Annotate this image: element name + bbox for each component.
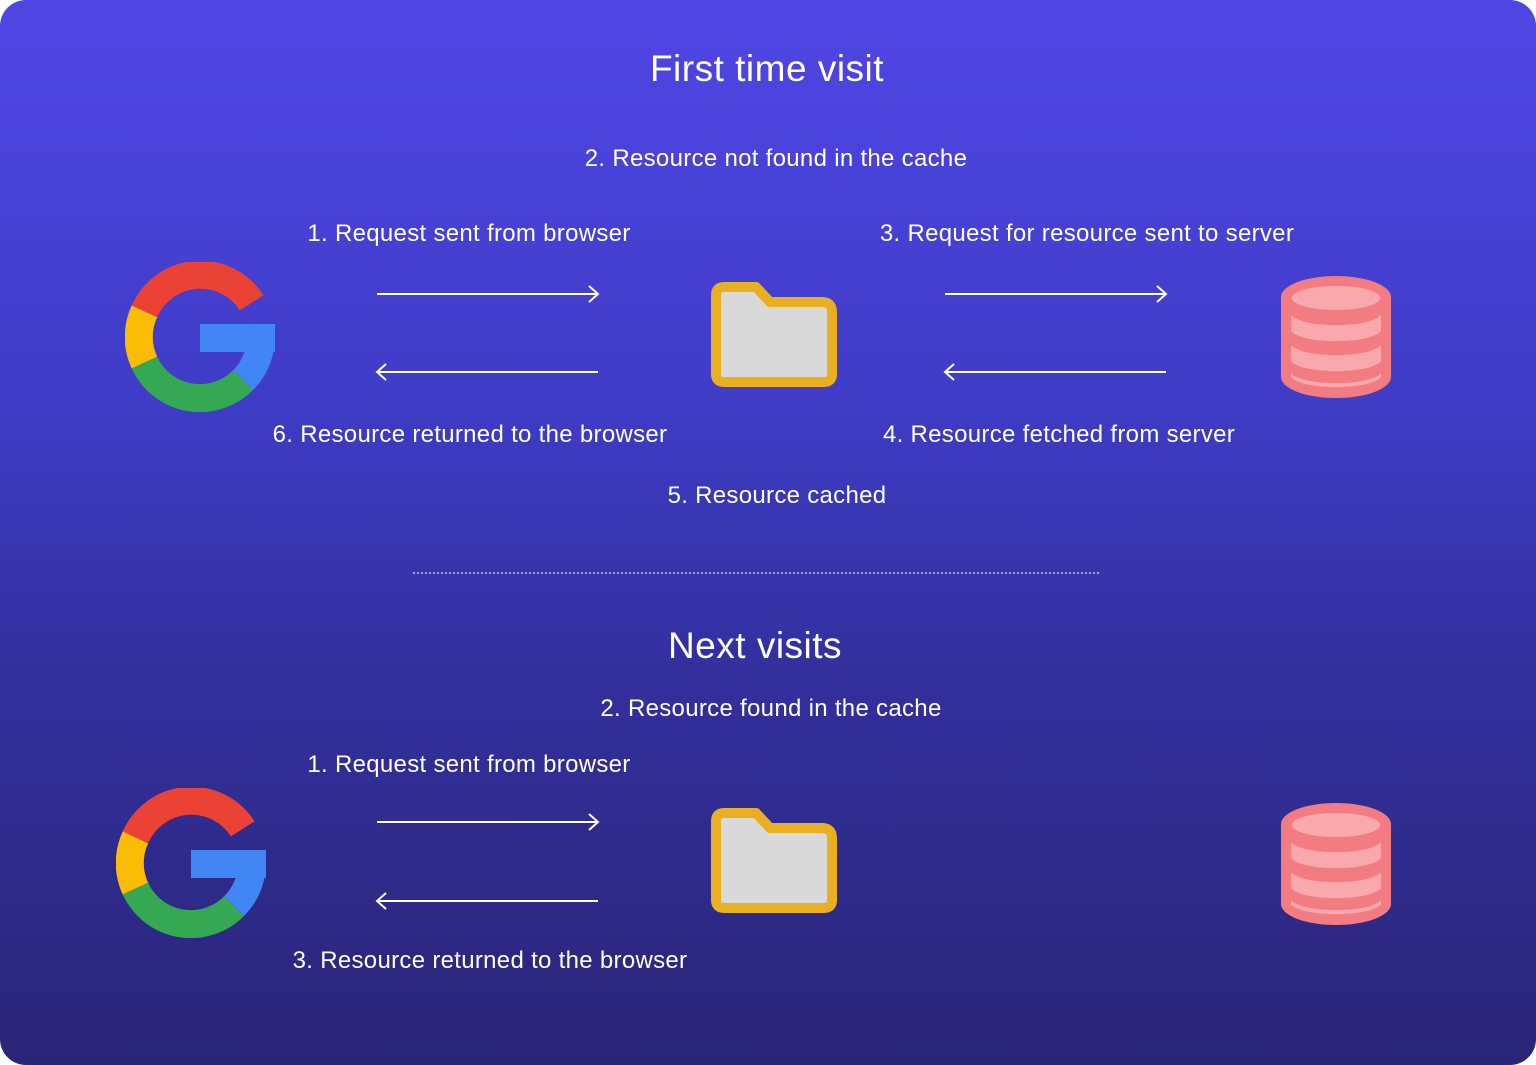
cache-folder-icon <box>710 282 838 388</box>
next-visits-title: Next visits <box>667 625 843 666</box>
first-visit-title: First time visit <box>649 48 885 89</box>
next-visits-step-3-label: 3. Resource returned to the browser <box>292 947 688 974</box>
first-visit-step-1-label: 1. Request sent from browser <box>307 220 631 247</box>
server-database-icon <box>1278 273 1394 401</box>
arrow-cache-to-browser <box>374 891 600 911</box>
arrow-browser-to-cache <box>376 284 602 304</box>
arrow-cache-to-server <box>944 284 1170 304</box>
first-visit-step-3-label: 3. Request for resource sent to server <box>879 220 1295 247</box>
google-browser-icon <box>116 788 266 938</box>
arrow-server-to-cache <box>942 362 1168 382</box>
first-visit-step-6-label: 6. Resource returned to the browser <box>272 421 668 448</box>
section-divider <box>413 572 1099 574</box>
arrow-browser-to-cache <box>376 812 602 832</box>
cache-folder-icon <box>710 808 838 914</box>
first-visit-step-2-label: 2. Resource not found in the cache <box>584 145 968 172</box>
google-browser-icon <box>125 262 275 412</box>
server-database-icon <box>1278 800 1394 928</box>
arrow-cache-to-browser <box>374 362 600 382</box>
first-visit-step-5-label: 5. Resource cached <box>667 482 887 509</box>
next-visits-step-2-label: 2. Resource found in the cache <box>600 695 942 722</box>
first-visit-step-4-label: 4. Resource fetched from server <box>882 421 1236 448</box>
next-visits-step-1-label: 1. Request sent from browser <box>307 751 631 778</box>
